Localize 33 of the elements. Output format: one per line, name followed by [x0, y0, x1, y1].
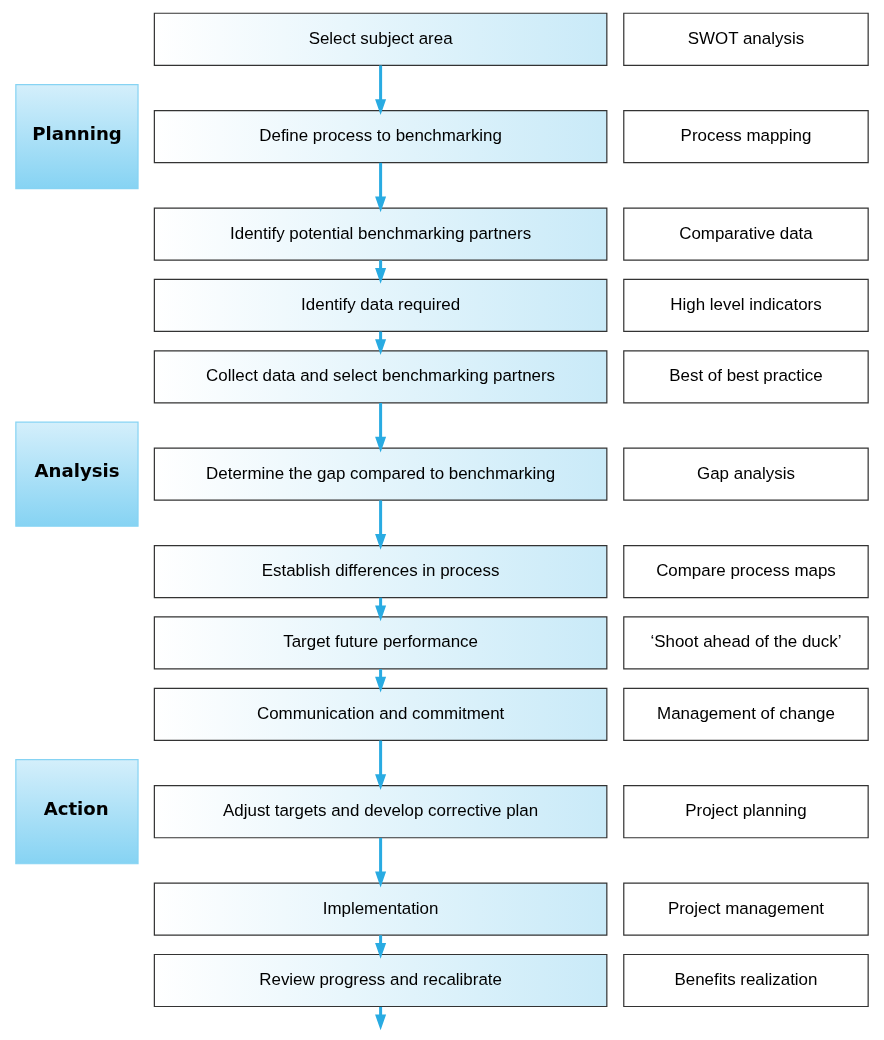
node-box: Identify data required: [153, 278, 608, 333]
node-box: Determine the gap compared to benchmarking: [153, 447, 608, 501]
node-box: Benefits realization: [623, 953, 869, 1008]
node-box: Planning: [15, 84, 139, 190]
node-box: Target future performance: [153, 616, 608, 670]
node-box: High level indicators: [623, 278, 869, 333]
node-box: Communication and commitment: [153, 687, 608, 741]
node-box: ‘Shoot ahead of the duck’: [623, 616, 869, 670]
node-box: Action: [15, 759, 139, 865]
node-box: Implementation: [153, 882, 608, 936]
arrow: [375, 65, 387, 115]
node-box: Review progress and recalibrate: [153, 953, 608, 1008]
node-box: Define process to benchmarking: [153, 110, 608, 164]
node-box: Collect data and select benchmarking partners: [153, 350, 608, 404]
node-box: Best of best practice: [623, 350, 869, 404]
arrow: [375, 402, 387, 453]
node-box: SWOT analysis: [623, 12, 869, 66]
node-box: Process mapping: [623, 110, 869, 164]
arrow: [375, 740, 387, 790]
node-box: Adjust targets and develop corrective plan: [153, 785, 608, 839]
node-box: Compare process maps: [623, 544, 869, 599]
node-box: Comparative data: [623, 207, 869, 261]
node-box: Project planning: [623, 785, 869, 839]
node-box: Project management: [623, 882, 869, 936]
node-box: Management of change: [623, 687, 869, 741]
arrow: [375, 500, 387, 550]
node-box: Establish differences in process: [153, 544, 608, 599]
node-box: Gap analysis: [623, 447, 869, 501]
arrow: [375, 162, 387, 213]
node-box: Identify potential benchmarking partners: [153, 207, 608, 261]
arrow: [375, 837, 387, 888]
node-box: Analysis: [15, 421, 139, 527]
node-box: Select subject area: [153, 12, 608, 66]
